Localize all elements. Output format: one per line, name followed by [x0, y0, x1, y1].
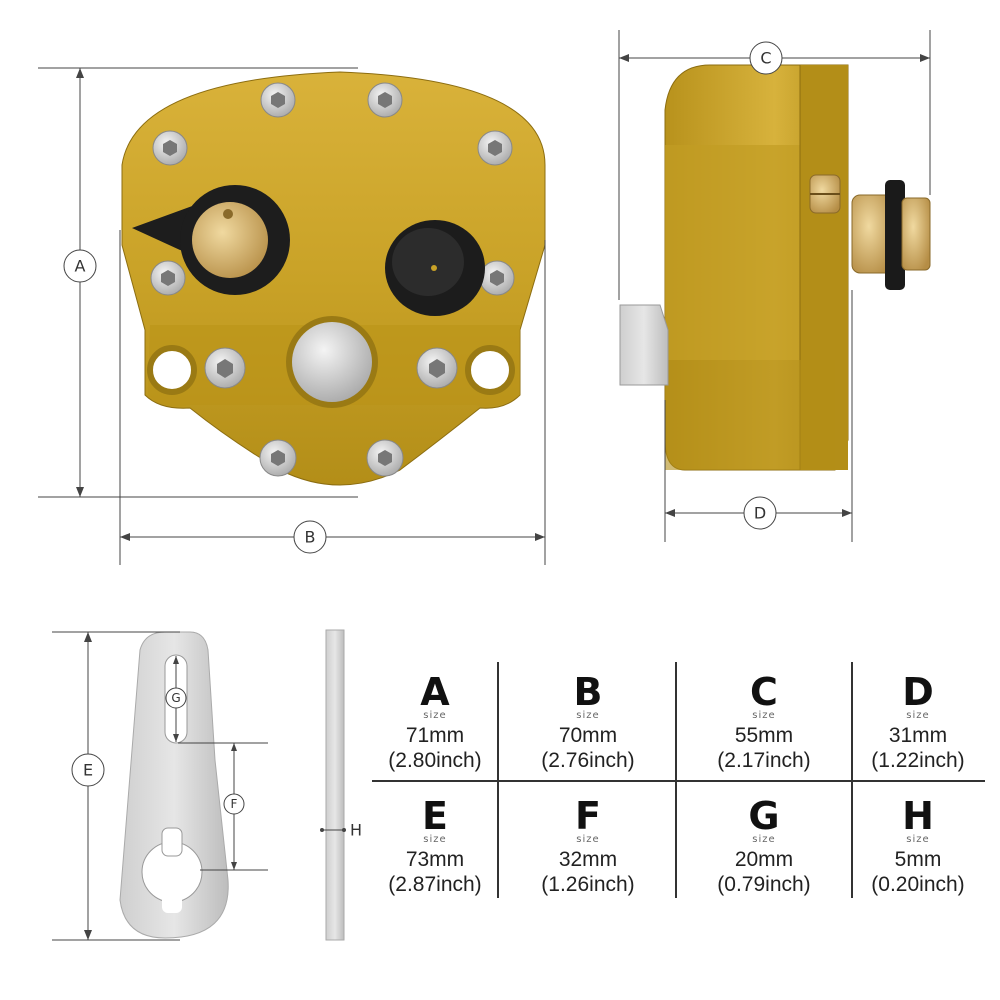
- cell-mm-value: 55mm: [735, 724, 793, 747]
- label-A: A: [75, 257, 86, 276]
- cell-mm-value: 31mm: [889, 724, 947, 747]
- cell-letter: B: [574, 670, 603, 714]
- label-E: E: [83, 761, 93, 780]
- reservoir-cap-icon: [385, 220, 485, 316]
- adjuster-knob-icon: [132, 185, 290, 295]
- damper-side-view: [619, 64, 931, 471]
- cell-size-word: size: [423, 710, 446, 721]
- cell-size-word: size: [576, 710, 599, 721]
- dimension-H: H: [320, 821, 362, 840]
- cell-size-word: size: [423, 834, 446, 845]
- cell-inch-value: (2.80inch): [388, 749, 481, 772]
- dimension-C: C: [618, 30, 931, 300]
- cell-letter: C: [750, 670, 778, 714]
- label-F: F: [231, 797, 238, 811]
- cell-letter: D: [902, 670, 934, 714]
- cell-letter: H: [902, 794, 934, 838]
- cell-mm-value: 73mm: [406, 848, 464, 871]
- dimension-F: F: [178, 742, 268, 871]
- dimension-E: E: [52, 631, 180, 941]
- cell-size-word: size: [906, 710, 929, 721]
- cell-mm-value: 70mm: [559, 724, 617, 747]
- dimension-G: G: [165, 656, 187, 742]
- mounting-arm-plate: [119, 631, 229, 939]
- label-B: B: [305, 528, 316, 547]
- cell-mm-value: 71mm: [406, 724, 464, 747]
- cell-size-word: size: [752, 710, 775, 721]
- cell-size-word: size: [576, 834, 599, 845]
- cell-mm-value: 5mm: [895, 848, 942, 871]
- cell-size-word: size: [752, 834, 775, 845]
- cell-letter: F: [575, 794, 601, 838]
- cell-mm-value: 20mm: [735, 848, 793, 871]
- label-H: H: [350, 821, 362, 840]
- cell-inch-value: (2.87inch): [388, 873, 481, 896]
- cell-inch-value: (1.22inch): [871, 749, 964, 772]
- cell-letter: E: [422, 794, 448, 838]
- cell-inch-value: (2.17inch): [717, 749, 810, 772]
- dimension-A: A: [38, 67, 358, 498]
- dimension-B: B: [119, 230, 546, 565]
- plate-edge-view: [325, 629, 345, 941]
- cell-inch-value: (2.76inch): [541, 749, 634, 772]
- cell-size-word: size: [906, 834, 929, 845]
- hex-bolt-icon: [150, 82, 515, 477]
- label-D: D: [754, 504, 766, 523]
- label-C: C: [760, 49, 771, 68]
- damper-front-view: [121, 71, 546, 486]
- cell-letter: A: [420, 670, 450, 714]
- dimension-D: D: [664, 290, 853, 542]
- cell-inch-value: (1.26inch): [541, 873, 634, 896]
- cell-letter: G: [748, 794, 779, 838]
- label-G: G: [171, 691, 180, 705]
- cell-inch-value: (0.20inch): [871, 873, 964, 896]
- cell-mm-value: 32mm: [559, 848, 617, 871]
- cell-inch-value: (0.79inch): [717, 873, 810, 896]
